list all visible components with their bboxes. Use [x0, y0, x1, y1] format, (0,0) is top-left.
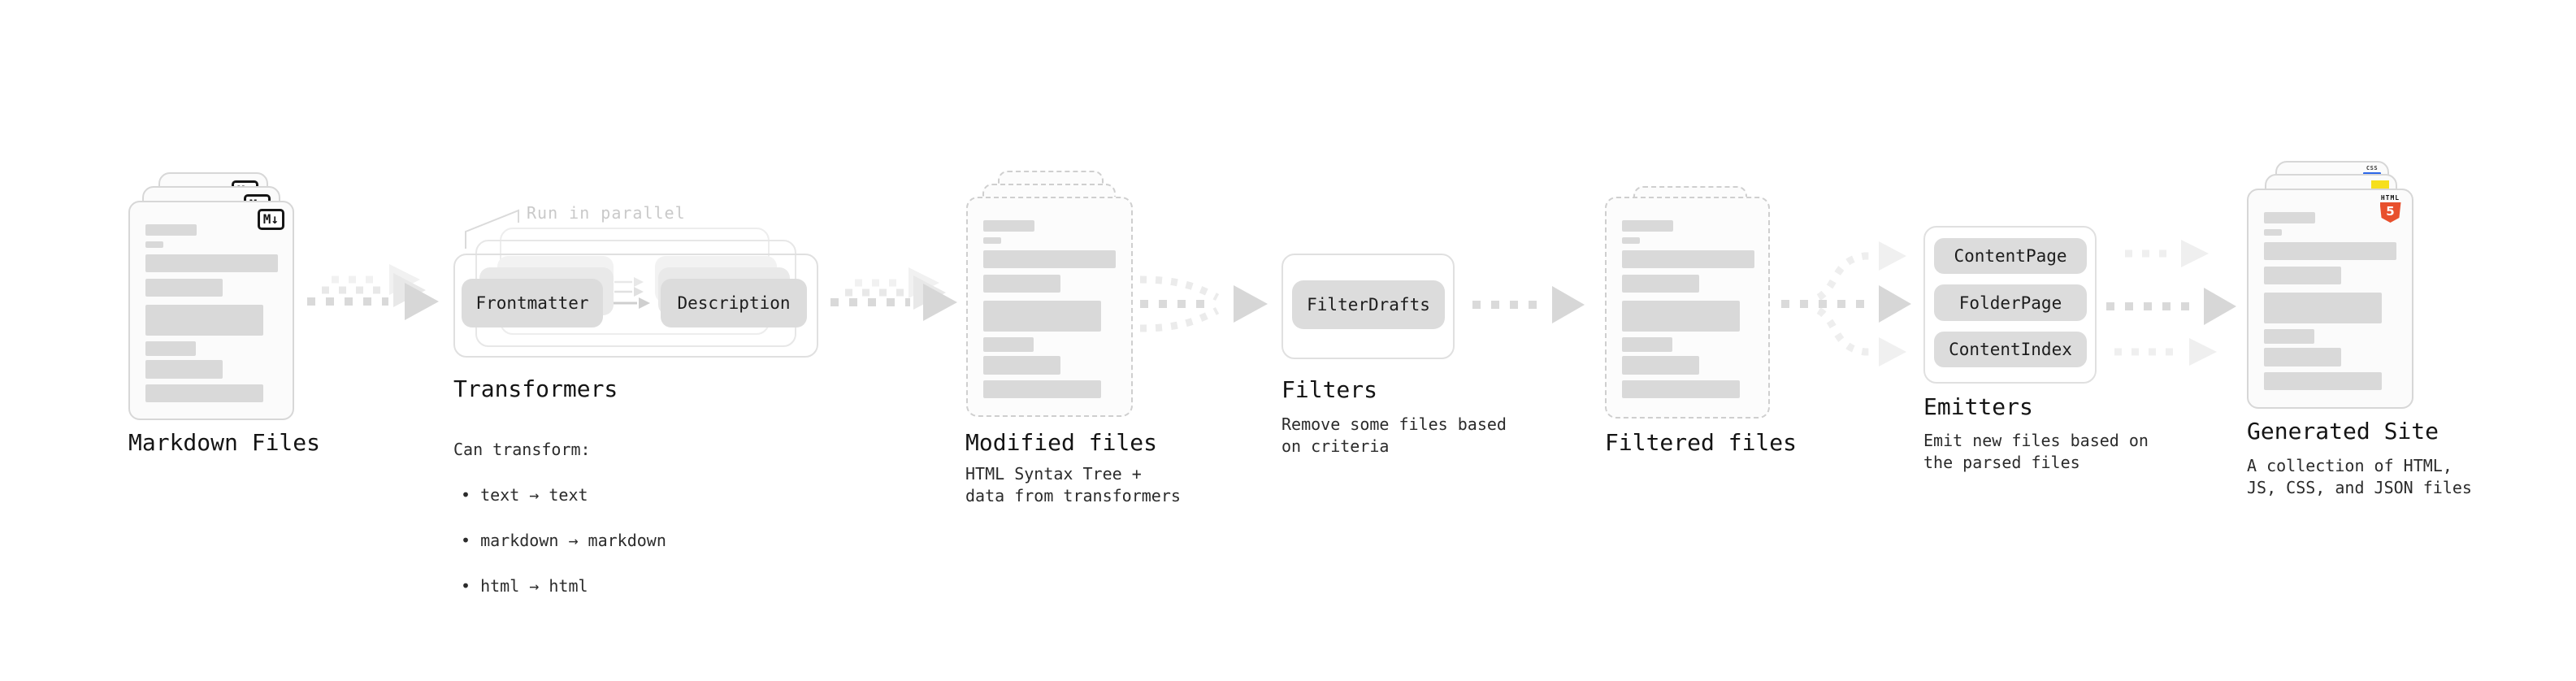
content-page-pill: ContentPage	[1934, 238, 2087, 274]
markdown-icon: M↓	[257, 209, 284, 230]
generated-file-card-html: HTML 5	[2247, 189, 2413, 409]
filters-caption: Remove some files based on criteria	[1281, 414, 1507, 456]
description-pill: Description	[661, 279, 807, 327]
transformer-container-front	[453, 254, 818, 358]
modified-file-card-front	[966, 197, 1133, 417]
filters-label: Filters	[1281, 376, 1378, 403]
markdown-file-card-front: M↓	[128, 201, 294, 420]
arrow-filtered-to-emitters-diverge	[1781, 241, 1911, 367]
arrow-modified-to-filters-converge	[1139, 275, 1268, 332]
document-placeholder-lines	[983, 220, 1116, 398]
arrow-filters-to-filtered	[1472, 286, 1585, 323]
markdown-files-label: Markdown Files	[128, 429, 321, 456]
arrow-transformers-to-modified	[830, 267, 957, 321]
document-placeholder-lines	[145, 224, 278, 402]
transformers-label: Transformers	[453, 375, 618, 402]
document-placeholder-lines	[2264, 212, 2396, 390]
document-placeholder-lines	[1622, 220, 1754, 399]
modified-files-label: Modified files	[965, 429, 1158, 456]
js-icon	[2371, 180, 2389, 189]
caption-line: Can transform:	[453, 440, 591, 459]
css-icon: CSS	[2363, 166, 2381, 175]
caption-bullet: • text → text	[461, 485, 588, 505]
content-index-pill: ContentIndex	[1934, 332, 2087, 367]
filtered-file-card-front	[1605, 197, 1770, 419]
generated-site-label: Generated Site	[2247, 418, 2439, 445]
css-icon-bar	[2363, 172, 2381, 175]
transformers-caption: Can transform: • text → text • markdown …	[453, 415, 666, 620]
generated-site-caption: A collection of HTML, JS, CSS, and JSON …	[2247, 456, 2472, 497]
css-icon-text: CSS	[2366, 165, 2379, 171]
frontmatter-pill: Frontmatter	[462, 279, 603, 327]
html5-icon: HTML 5	[2379, 194, 2401, 223]
filter-drafts-pill: FilterDrafts	[1292, 280, 1445, 329]
run-in-parallel-note: Run in parallel	[527, 203, 686, 223]
html5-icon-text: HTML	[2380, 194, 2400, 202]
arrow-emitters-to-generated	[2106, 240, 2236, 366]
filters-container	[1281, 254, 1455, 359]
modified-files-caption: HTML Syntax Tree + data from transformer…	[965, 464, 1181, 505]
emitters-label: Emitters	[1923, 393, 2033, 420]
folder-page-pill: FolderPage	[1934, 284, 2087, 321]
filtered-files-label: Filtered files	[1605, 429, 1798, 456]
emitters-container	[1923, 226, 2097, 384]
caption-bullet: • markdown → markdown	[461, 531, 666, 550]
emitters-caption: Emit new files based on the parsed files	[1923, 431, 2149, 472]
arrow-markdown-to-transformers	[307, 264, 439, 320]
caption-bullet: • html → html	[461, 576, 588, 596]
